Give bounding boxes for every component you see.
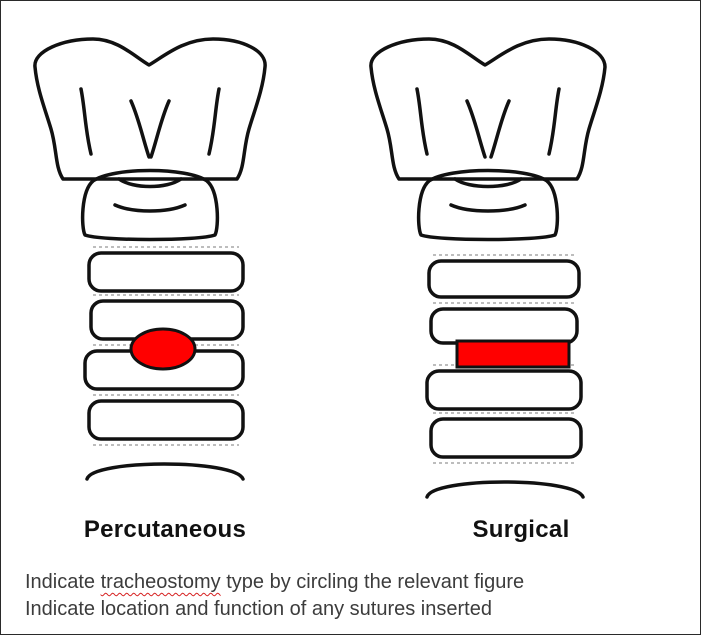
trachea-base [87,464,243,479]
tracheal-ring [89,253,243,291]
surgical-stoma-rectangle [457,341,569,367]
tracheal-ring [89,401,243,439]
cricoid-cartilage [419,171,558,240]
instruction-line-1: Indicate tracheostomy type by circling t… [25,569,524,596]
percutaneous-label: Percutaneous [15,516,315,544]
tracheal-ring [429,261,579,297]
cricoid-cartilage [83,171,218,240]
tracheal-ring [427,371,581,409]
spellcheck-underlined-word: tracheostomy [101,571,221,593]
thyroid-cartilage [371,39,605,179]
tracheal-ring [431,419,581,457]
instructions: Indicate tracheostomy type by circling t… [25,569,524,623]
surgical-airway-figure[interactable] [361,29,621,509]
percutaneous-stoma-circle [131,329,195,369]
trachea-base [427,482,583,497]
instruction-line-2: Indicate location and function of any su… [25,596,524,623]
tracheal-ring [431,309,577,343]
surgical-label: Surgical [371,516,671,544]
percutaneous-airway-figure[interactable] [23,29,283,509]
